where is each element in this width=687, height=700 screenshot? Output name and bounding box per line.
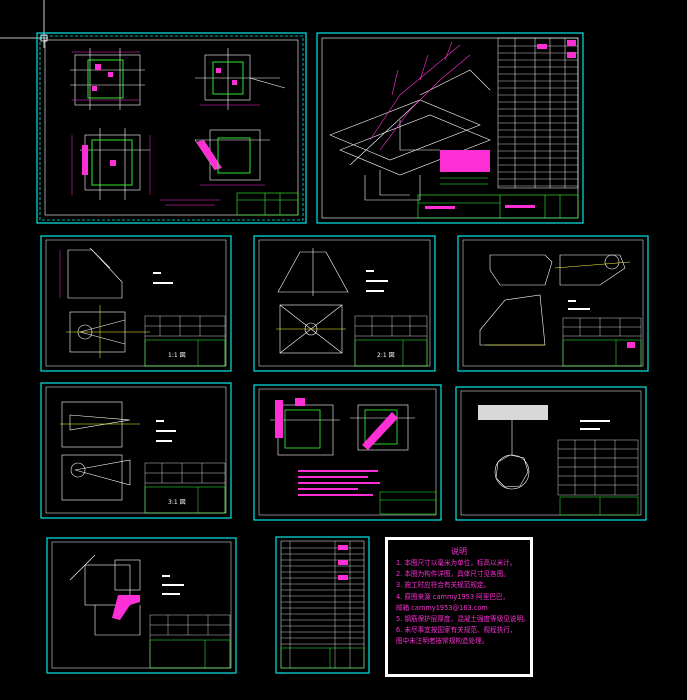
notes-title: 说明 bbox=[451, 547, 467, 556]
sheet-2-isometric-and-schedule[interactable] bbox=[316, 32, 584, 224]
sheet-6-wedge-detail[interactable]: 3:1 図 bbox=[40, 382, 232, 519]
note-item: 5. 钢筋保护层厚度，混凝土强度等级见说明。 bbox=[396, 615, 530, 624]
sheet-6-label: 3:1 図 bbox=[168, 499, 186, 506]
sheet-5-hex-detail[interactable] bbox=[457, 235, 649, 372]
sheet-3-bracket-detail[interactable]: 1:1 図 bbox=[40, 235, 232, 372]
crosshair-cursor bbox=[0, 0, 48, 48]
sheet-7-reinforcement-detail[interactable] bbox=[253, 384, 442, 521]
sheet-8-anchor-detail[interactable] bbox=[455, 386, 647, 521]
note-item: 6. 未尽事宜按国家有关规范、规程执行， bbox=[396, 626, 517, 635]
sheet-4-triangle-detail[interactable]: 2:1 図 bbox=[253, 235, 436, 372]
sheet-1-structural-details[interactable] bbox=[36, 32, 307, 224]
note-item: 2. 本图为构件详图，具体尺寸见各图。 bbox=[396, 570, 510, 579]
note-item: 邮箱 cammy1953@163.com bbox=[396, 603, 488, 612]
sheet-3-label: 1:1 図 bbox=[168, 352, 186, 359]
note-item: 1. 本图尺寸以毫米为单位，标高以米计。 bbox=[396, 559, 517, 567]
notes-list: 1. 本图尺寸以毫米为单位，标高以米计。 2. 本图为构件详图，具体尺寸见各图。… bbox=[396, 558, 530, 648]
sheet-4-label: 2:1 図 bbox=[377, 352, 395, 359]
sheet-9-corner-detail[interactable] bbox=[46, 537, 237, 674]
sheet-10-drawing-index[interactable] bbox=[275, 536, 370, 674]
note-item: 3. 施工时应符合有关规范规定。 bbox=[396, 581, 491, 590]
note-item: 图中未注明者按常规构造处理。 bbox=[396, 637, 489, 646]
general-notes-box[interactable]: 说明 1. 本图尺寸以毫米为单位，标高以米计。 2. 本图为构件详图，具体尺寸见… bbox=[385, 537, 533, 677]
note-item: 4. 原图来源 cammy1953 阿里巴巴， bbox=[396, 592, 510, 601]
